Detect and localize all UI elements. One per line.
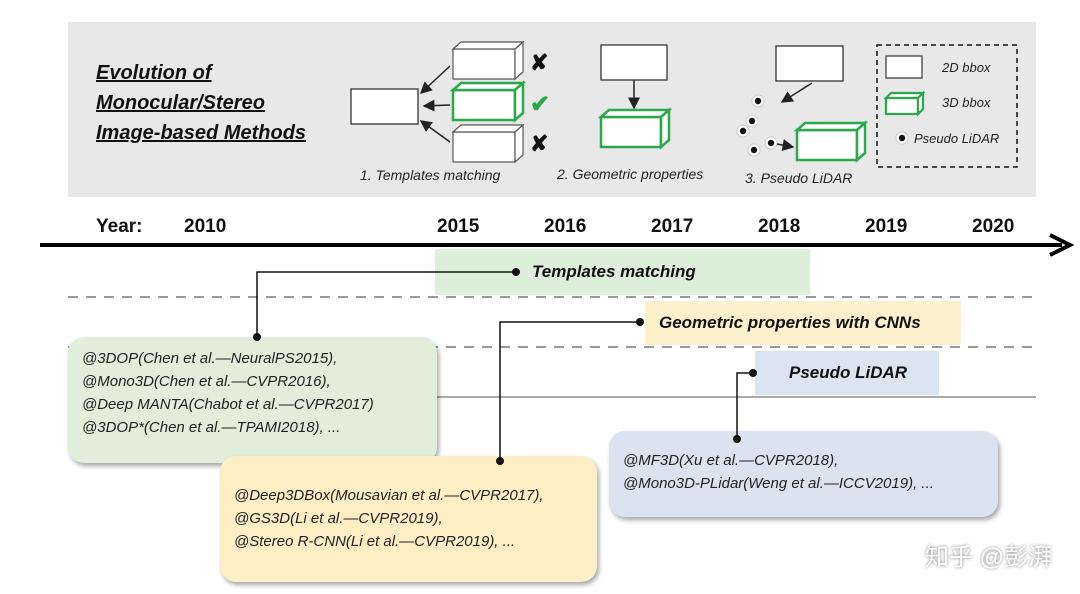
year-2010: 2010 [184,216,227,237]
pseudo-3d-box [793,120,869,163]
template-source-2d-box [350,88,419,125]
band-pseudo-label: Pseudo LiDAR [789,363,908,382]
legend-label-2d: 2D bbox [942,60,991,75]
watermark: 知乎 @彭湃 [924,544,1052,571]
header-illustrations [350,40,1018,168]
legend-3d-swatch [883,90,926,117]
year-2015: 2015 [437,216,480,237]
legend-label-3d: 3D bbox [942,95,991,110]
band-pseudo: Pseudo LiDAR [755,351,939,395]
method-deep3dbox: @Deep3DBox(Mousavian et al.—CVPR2017), [234,487,544,504]
box-templates-methods: @3DOP(Chen et al.—NeuralPS2015), @Mono3D… [68,337,437,463]
year-2017: 2017 [651,216,694,237]
caption-geometric: 2. Geometric properties [557,166,704,182]
legend-frame [876,44,1018,168]
geometric-2d-box [600,44,668,81]
template-candidate-middle [449,80,527,123]
connector-geometric [499,321,640,461]
band-geometric-label: Geometric properties with CNNs [659,313,921,332]
method-mf3d: @MF3D(Xu et al.—CVPR2018), [623,452,839,469]
cross-mark-bottom: ✘ [530,131,549,156]
year-2016: 2016 [544,216,587,237]
caption-pseudo: 3. Pseudo LiDAR [745,170,853,186]
connector-pseudo [736,372,753,439]
method-deep-manta: @Deep MANTA(Chabot et al.—CVPR2017) [82,396,374,413]
method-mono3d-plidar: @Mono3D-PLidar(Weng et al.—ICCV2019), ..… [623,475,934,492]
pseudo-2d-box [775,45,844,82]
title-line-1: Evolution of [96,62,212,84]
caption-templates: 1. Templates matching [360,167,501,183]
timeline-arrowhead [1049,233,1075,257]
connector-templates [256,271,516,337]
band-templates-label: Templates matching [532,262,696,281]
box-pseudo-methods: @MF3D(Xu et al.—CVPR2018), @Mono3D-PLida… [609,431,998,517]
header-panel [68,22,1036,197]
method-3dop: @3DOP(Chen et al.—NeuralPS2015), [82,350,338,367]
template-candidate-top [451,40,525,81]
template-candidate-bottom [451,123,525,164]
diagram-title: Evolution of Monocular/Stereo Image-base… [96,58,306,148]
title-line-2: Monocular/Stereo [96,92,265,114]
box-geometric-methods: @Deep3DBox(Mousavian et al.—CVPR2017), @… [220,456,597,582]
year-2020: 2020 [972,216,1015,237]
legend-label-pseudo: Pseudo LiDAR [914,131,1000,146]
method-3dop-star: @3DOP*(Chen et al.—TPAMI2018), ... [82,419,341,436]
method-stereo-rcnn: @Stereo R-CNN(Li et al.—CVPR2019), ... [234,533,516,550]
method-mono3d: @Mono3D(Chen et al.—CVPR2016), [82,373,331,390]
pseudo-lidar-points [736,94,778,157]
band-geometric: Geometric properties with CNNs [645,301,961,345]
year-2019: 2019 [865,216,908,237]
geometric-3d-box [597,107,673,150]
method-gs3d: @GS3D(Li et al.—CVPR2019), [234,510,443,527]
year-2018: 2018 [758,216,801,237]
legend-2d-swatch [885,55,923,79]
title-line-3: Image-based Methods [96,122,307,144]
cross-mark-top: ✘ [530,50,549,75]
check-mark: ✔ [530,91,551,118]
year-label: Year: [96,216,143,237]
